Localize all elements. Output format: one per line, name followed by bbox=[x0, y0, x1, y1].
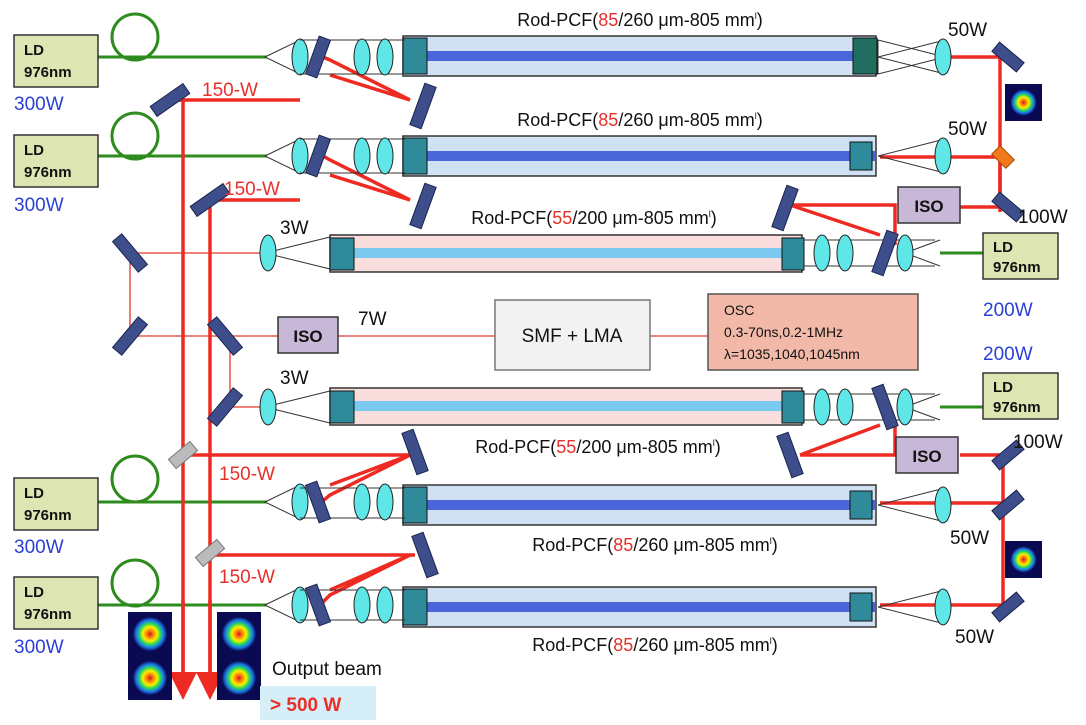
rod-1-label: Rod-PCF(85/260 μm-805 mml) bbox=[517, 10, 762, 30]
ld-left-3: LD 976nm 300W bbox=[14, 478, 98, 558]
ld-right-1: LD 976nm 200W bbox=[983, 233, 1058, 321]
osc-line3: λ=1035,1040,1045nm bbox=[724, 346, 860, 362]
power-100w-2: 100W bbox=[1013, 432, 1063, 453]
ld-right-2-line1: LD bbox=[993, 379, 1013, 396]
power-150w-4: 150-W bbox=[219, 567, 275, 588]
ld-right-1-line2: 976nm bbox=[993, 259, 1041, 276]
ld-left-1-power: 300W bbox=[14, 94, 64, 115]
rod-6 bbox=[403, 587, 876, 627]
rod-2-label: Rod-PCF(85/260 μm-805 mml) bbox=[517, 110, 762, 130]
iso-3: ISO bbox=[896, 437, 958, 473]
ld-left-4: LD 976nm 300W bbox=[14, 577, 98, 658]
iso-2: ISO bbox=[278, 317, 338, 353]
rod-4-label: Rod-PCF(55/200 μm-805 mml) bbox=[475, 437, 720, 457]
output-beam-label: Output beam bbox=[272, 659, 382, 680]
power-50w-2: 50W bbox=[948, 119, 987, 140]
power-3w-1: 3W bbox=[280, 218, 309, 239]
rod-3 bbox=[330, 235, 804, 272]
ld-left-3-power: 300W bbox=[14, 537, 64, 558]
ld-left-2-line1: LD bbox=[24, 142, 44, 159]
ld-left-2-line2: 976nm bbox=[24, 164, 72, 181]
ld-left-4-line2: 976nm bbox=[24, 606, 72, 623]
power-7w: 7W bbox=[358, 309, 387, 330]
ld-right-1-power: 200W bbox=[983, 300, 1033, 321]
ld-left-4-line1: LD bbox=[24, 584, 44, 601]
osc-box: OSC 0.3-70ns,0.2-1MHz λ=1035,1040,1045nm bbox=[708, 294, 918, 370]
combiner-mirror bbox=[992, 146, 1015, 169]
smf-lma-box: SMF + LMA bbox=[495, 300, 650, 370]
ld-left-3-line1: LD bbox=[24, 485, 44, 502]
power-150w-2: 150-W bbox=[224, 179, 280, 200]
rod-6-label: Rod-PCF(85/260 μm-805 mml) bbox=[532, 635, 777, 655]
iso-2-label: ISO bbox=[293, 327, 322, 346]
ld-left-2: LD 976nm 300W bbox=[14, 135, 98, 216]
iso-1-label: ISO bbox=[914, 197, 943, 216]
rod-5-label: Rod-PCF(85/260 μm-805 mml) bbox=[532, 535, 777, 555]
iso-3-label: ISO bbox=[912, 447, 941, 466]
rod-3-label: Rod-PCF(55/200 μm-805 mml) bbox=[471, 208, 716, 228]
power-3w-2: 3W bbox=[280, 368, 309, 389]
smf-label: SMF + LMA bbox=[522, 326, 623, 347]
ld-left-1-line2: 976nm bbox=[24, 64, 72, 81]
ld-left-1-line1: LD bbox=[24, 42, 44, 59]
ld-left-2-power: 300W bbox=[14, 195, 64, 216]
osc-line2: 0.3-70ns,0.2-1MHz bbox=[724, 324, 843, 340]
power-50w-3: 50W bbox=[950, 528, 989, 549]
ld-right-2-line2: 976nm bbox=[993, 399, 1041, 416]
power-50w-4: 50W bbox=[955, 627, 994, 648]
power-150w-3: 150-W bbox=[219, 464, 275, 485]
rod-2 bbox=[403, 136, 876, 176]
osc-line1: OSC bbox=[724, 302, 754, 318]
ld-right-2-power: 200W bbox=[983, 344, 1033, 365]
output-power-value: > 500 W bbox=[270, 695, 341, 716]
power-50w-1: 50W bbox=[948, 20, 987, 41]
ld-left-1: LD 976nm 300W bbox=[14, 35, 98, 115]
ld-right-2: LD 976nm 200W bbox=[983, 344, 1058, 419]
ld-left-3-line2: 976nm bbox=[24, 507, 72, 524]
power-150w-1: 150-W bbox=[202, 80, 258, 101]
rod-5 bbox=[403, 485, 876, 525]
ld-right-1-line1: LD bbox=[993, 239, 1013, 256]
iso-1: ISO bbox=[898, 187, 960, 223]
ld-left-4-power: 300W bbox=[14, 637, 64, 658]
power-100w-1: 100W bbox=[1018, 207, 1068, 228]
rod-4 bbox=[330, 388, 804, 425]
rod-1 bbox=[403, 36, 877, 76]
